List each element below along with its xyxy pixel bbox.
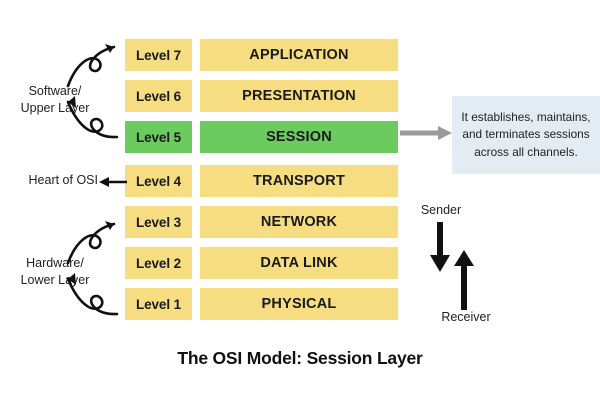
layer-name-network: NETWORK <box>200 206 398 238</box>
level-box-3: Level 3 <box>125 206 192 238</box>
layer-name-application: APPLICATION <box>200 39 398 71</box>
level-box-7: Level 7 <box>125 39 192 71</box>
receiver-label: Receiver <box>441 310 491 324</box>
receiver-up-arrow-icon <box>454 250 474 310</box>
upper-arrowhead-back-icon <box>68 96 76 108</box>
layer-name-transport: TRANSPORT <box>200 165 398 197</box>
lower-arrowhead-back-icon <box>68 273 76 285</box>
lower-arrowhead-icon <box>105 221 114 230</box>
upper-group-curly-arrows-icon <box>66 44 119 139</box>
sender-down-arrow-icon <box>430 222 450 272</box>
session-description-callout: It establishes, maintains, and terminate… <box>452 96 600 174</box>
page-title: The OSI Model: Session Layer <box>177 348 423 368</box>
lower-group-curly-arrows-icon <box>66 221 119 316</box>
heart-of-osi-label: Heart of OSI <box>28 173 98 187</box>
upper-layer-group-label: Software/ Upper Layer <box>20 84 90 115</box>
layer-name-session: SESSION <box>200 121 398 153</box>
level-box-5: Level 5 <box>125 121 192 153</box>
sender-receiver-arrows-icon <box>430 222 474 310</box>
session-description-text: It establishes, maintains, and terminate… <box>461 110 591 159</box>
level-box-1: Level 1 <box>125 288 192 320</box>
layer-name-data-link: DATA LINK <box>200 247 398 279</box>
heart-of-osi-arrow-icon <box>99 177 127 187</box>
level-box-6: Level 6 <box>125 80 192 112</box>
layer-name-presentation: PRESENTATION <box>200 80 398 112</box>
upper-arrowhead-icon <box>105 44 114 53</box>
level-box-2: Level 2 <box>125 247 192 279</box>
level-box-4: Level 4 <box>125 165 192 197</box>
layer-name-physical: PHYSICAL <box>200 288 398 320</box>
sender-label: Sender <box>420 203 462 217</box>
session-callout-arrow-icon <box>400 126 452 140</box>
